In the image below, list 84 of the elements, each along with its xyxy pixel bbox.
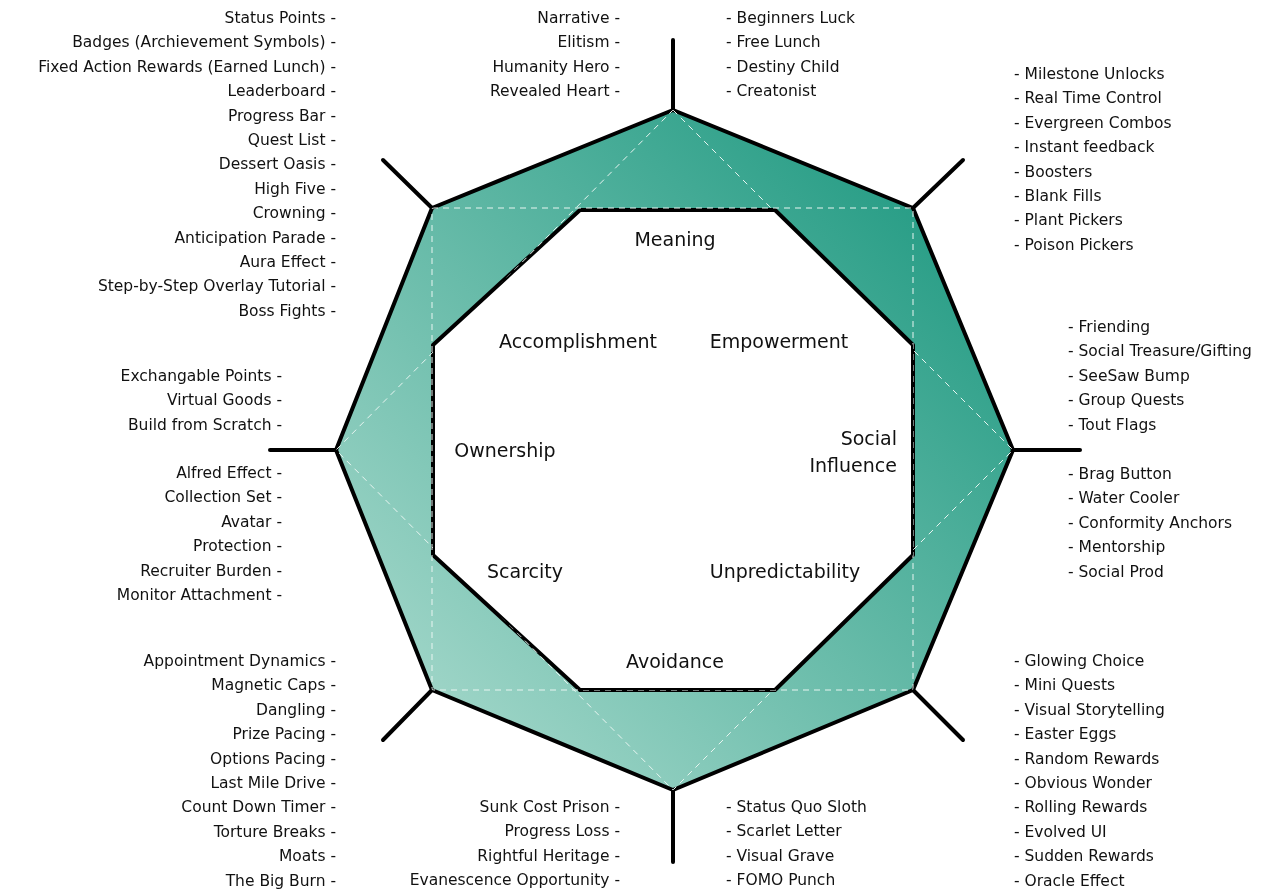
technique-label: - Glowing Choice [1014,651,1145,671]
technique-label: High Five - [254,178,336,199]
technique-label: - Rolling Rewards [1014,797,1148,818]
core-drive-label: Accomplishment [499,329,657,354]
technique-label: Exchangable Points - [120,366,282,386]
core-drive-label: Unpredictability [709,559,861,584]
technique-label: Evanescence Opportunity - [409,870,620,891]
technique-label: - Poison Pickers [1014,234,1134,255]
technique-label: Progress Loss - [504,821,620,842]
technique-label: Status Points - [224,8,336,28]
technique-label: Fixed Action Rewards (Earned Lunch) - [38,56,336,77]
technique-label: - FOMO Punch [726,870,836,891]
technique-label: Virtual Goods - [167,390,282,411]
technique-label: Aura Effect - [239,252,336,272]
technique-label: Anticipation Parade - [174,227,336,248]
technique-label: - Free Lunch [726,32,821,53]
technique-label: - Mentorship [1068,537,1166,558]
technique-label: Sunk Cost Prison - [479,797,620,817]
technique-label: Build from Scratch - [128,414,282,435]
technique-label: - Sudden Rewards [1014,846,1154,867]
technique-label: - Evolved UI [1014,821,1107,842]
technique-label: - Creatonist [726,81,817,102]
technique-label: - SeeSaw Bump [1068,365,1190,386]
technique-label: - Social Prod [1068,561,1164,582]
technique-label: Monitor Attachment - [116,585,282,605]
technique-label: - Mini Quests [1014,675,1116,696]
core-drive-label: Meaning [634,227,716,252]
technique-label: - Evergreen Combos [1014,112,1172,133]
technique-label: - Beginners Luck [726,8,856,28]
technique-label: Badges (Archievement Symbols) - [72,32,336,53]
core-drive-label: Ownership [454,438,556,463]
technique-label: - Water Cooler [1068,488,1180,509]
technique-label: Step-by-Step Overlay Tutorial - [97,276,336,297]
technique-label: - Friending [1068,317,1151,337]
technique-label: Quest List - [247,130,336,150]
technique-label: - Obvious Wonder [1014,773,1152,793]
technique-label: - Group Quests [1068,390,1185,411]
technique-label: Dangling - [256,699,336,720]
technique-label: Avatar - [221,511,282,532]
technique-label: Collection Set - [164,487,282,508]
technique-label: Moats - [278,846,336,867]
technique-label: Alfred Effect - [176,463,282,483]
technique-label: Torture Breaks - [213,821,336,842]
technique-label: - Social Treasure/Gifting [1068,341,1252,362]
technique-label: Revealed Heart - [489,81,620,102]
technique-label: Elitism - [557,32,620,53]
technique-label: - Oracle Effect [1014,870,1125,891]
technique-label: - Boosters [1014,161,1093,182]
core-drive-label: Avoidance [626,649,724,674]
technique-label: Recruiter Burden - [140,560,282,581]
technique-label: Options Pacing - [210,748,336,769]
technique-label: - Status Quo Sloth [726,797,867,817]
technique-label: Count Down Timer - [181,797,336,818]
core-drive-label: Scarcity [487,559,563,584]
technique-label: Appointment Dynamics - [143,651,336,671]
technique-label: - Instant feedback [1014,137,1155,158]
technique-label: Humanity Hero - [492,56,620,77]
technique-label: - Blank Fills [1014,186,1102,206]
technique-label: - Conformity Anchors [1068,512,1232,533]
technique-label: Crowning - [252,203,336,224]
technique-label: Last Mile Drive - [210,773,336,793]
technique-label: - Scarlet Letter [726,821,842,842]
technique-label: - Destiny Child [726,56,840,77]
technique-label: Boss Fights - [238,300,336,321]
technique-label: Rightful Heritage - [477,845,620,866]
technique-label: Magnetic Caps - [211,675,336,696]
technique-label: Narrative - [537,8,620,28]
technique-label: Prize Pacing - [232,724,336,745]
technique-label: - Visual Storytelling [1014,699,1165,720]
technique-label: - Real Time Control [1014,88,1162,109]
technique-label: - Easter Eggs [1014,724,1117,745]
technique-label: The Big Burn - [225,870,336,891]
core-drive-label: Empowerment [709,329,849,354]
core-drive-label: Social Influence [808,426,897,478]
technique-label: - Plant Pickers [1014,210,1123,231]
technique-label: Progress Bar - [227,105,336,126]
technique-label: - Milestone Unlocks [1014,64,1165,84]
technique-label: - Tout Flags [1068,414,1157,435]
technique-label: Leaderboard - [227,81,336,102]
technique-label: Dessert Oasis - [218,154,336,175]
technique-label: - Random Rewards [1014,748,1160,769]
technique-label: Protection - [193,536,282,557]
technique-label: - Visual Grave [726,845,835,866]
technique-label: - Brag Button [1068,464,1172,484]
